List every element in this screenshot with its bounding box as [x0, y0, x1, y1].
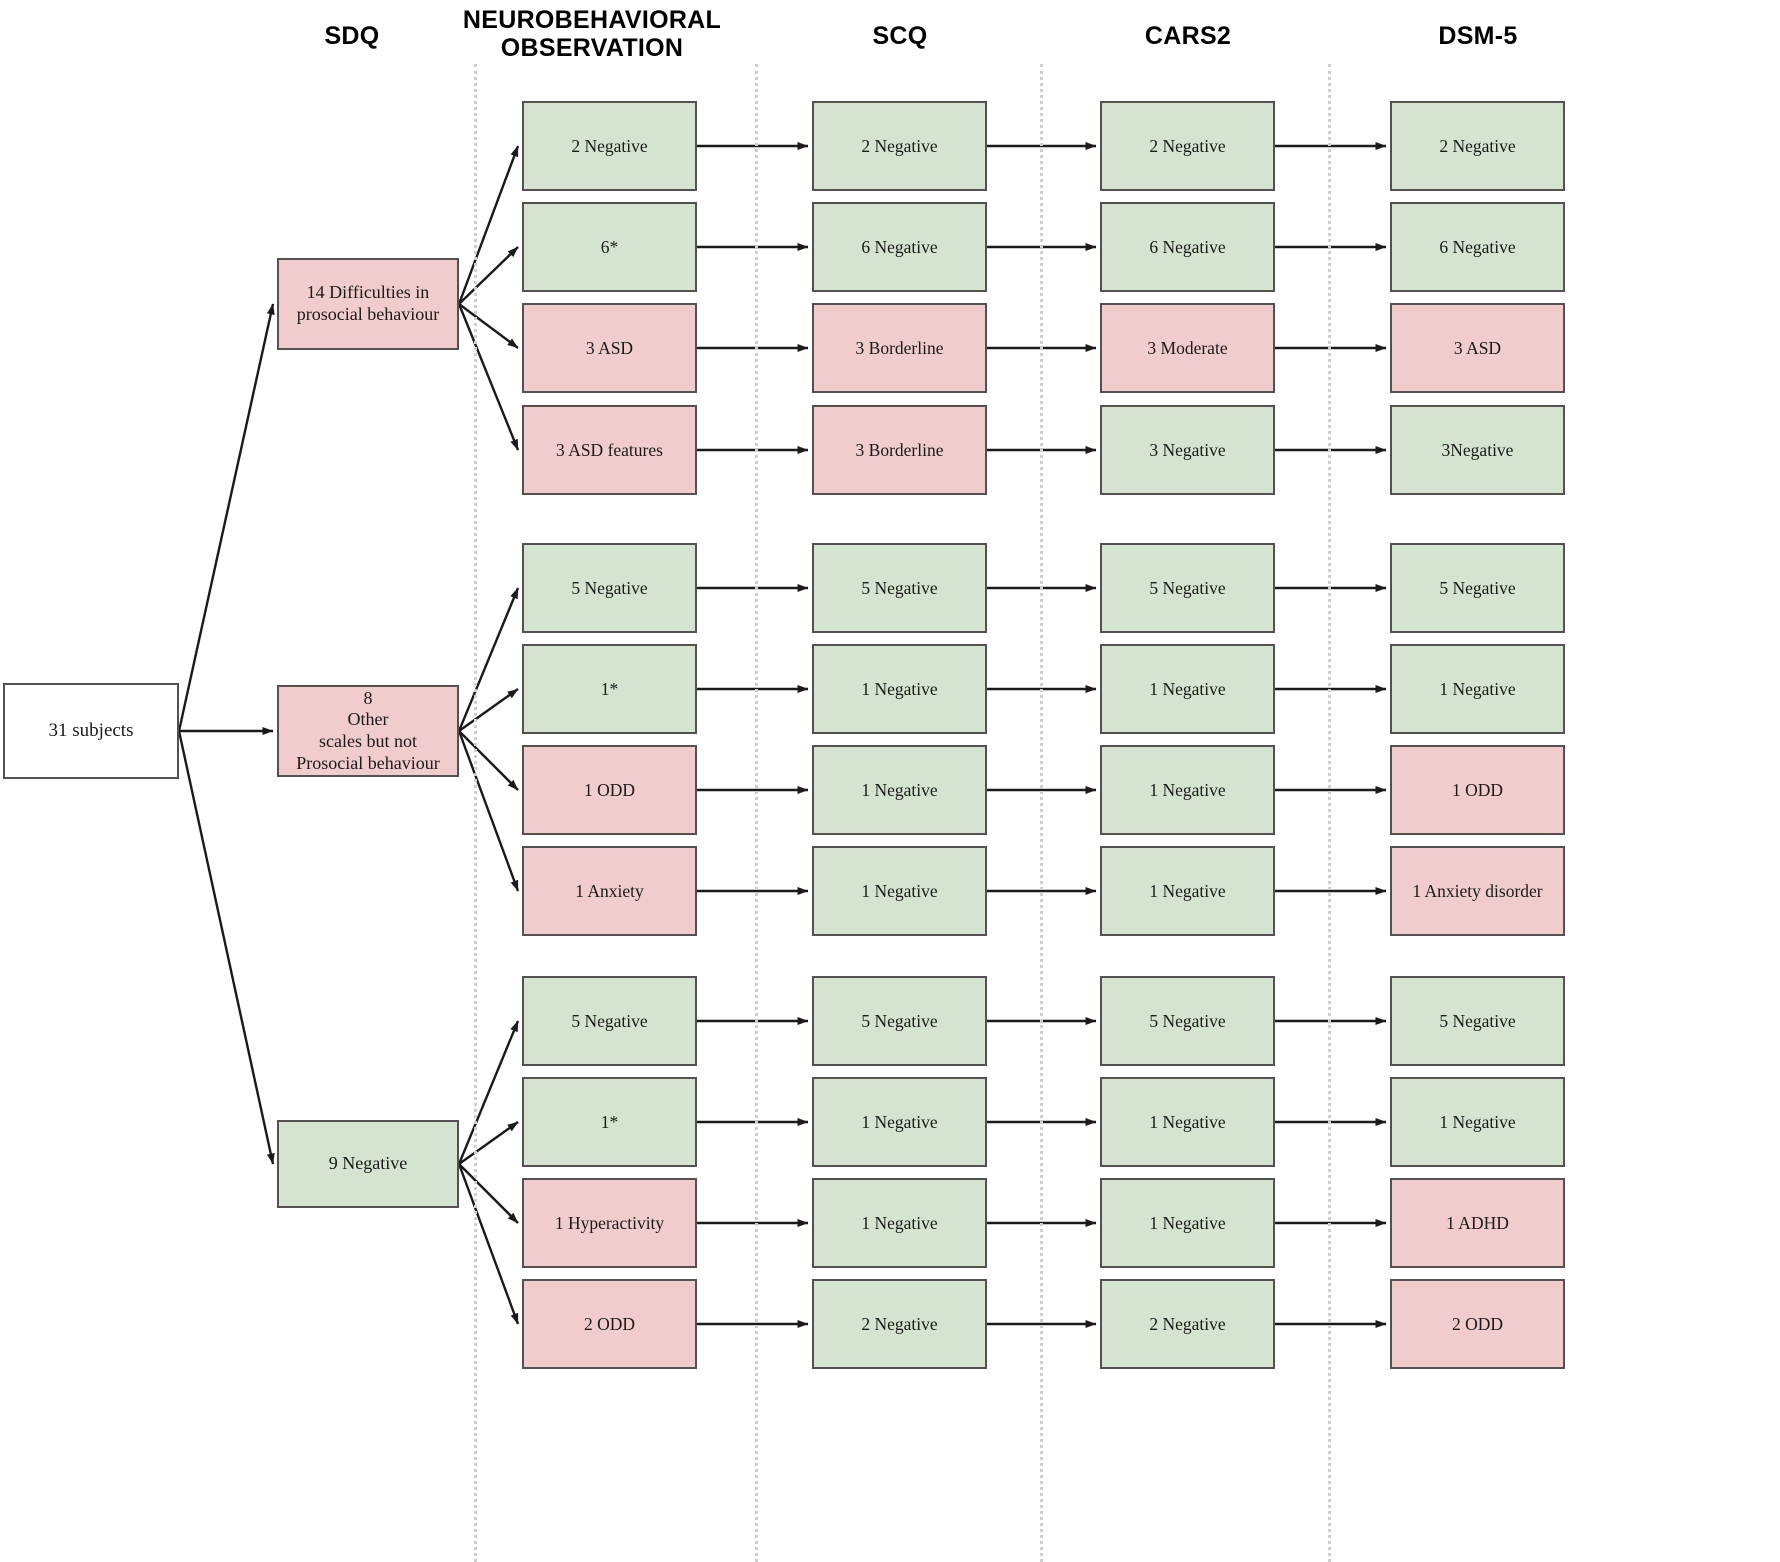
edge-sdq2-to-neuro-row4 — [457, 730, 520, 892]
node-cars2-group-1-row2[interactable]: 6 Negative — [1100, 202, 1275, 292]
node-cars2-group-1-row3[interactable]: 3 Moderate — [1100, 303, 1275, 393]
node-dsm5-group-1-row2[interactable]: 6 Negative — [1390, 202, 1565, 292]
edge-root-to-sdq-3 — [177, 730, 275, 1165]
node-cars2-group-3-row2[interactable]: 1 Negative — [1100, 1077, 1275, 1167]
node-dsm5-group-3-row3[interactable]: 1 ADHD — [1390, 1178, 1565, 1268]
node-cars2-group-2-row4[interactable]: 1 Negative — [1100, 846, 1275, 936]
edge-sdq2-to-neuro-row3 — [458, 730, 519, 791]
node-dsm5-group-1-row4[interactable]: 3Negative — [1390, 405, 1565, 495]
column-header-neuro: NEUROBEHAVIORAL OBSERVATION — [462, 6, 722, 62]
edge-sdq2-to-neuro-row2 — [458, 688, 519, 732]
edge-root-to-sdq-1 — [177, 303, 275, 732]
node-scq-group-1-row1[interactable]: 2 Negative — [812, 101, 987, 191]
node-dsm5-group-1-row1[interactable]: 2 Negative — [1390, 101, 1565, 191]
node-root-subjects[interactable]: 31 subjects — [3, 683, 179, 779]
node-neuro-group-3-row4[interactable]: 2 ODD — [522, 1279, 697, 1369]
node-cars2-group-3-row4[interactable]: 2 Negative — [1100, 1279, 1275, 1369]
node-neuro-group-1-row3[interactable]: 3 ASD — [522, 303, 697, 393]
column-separator-2 — [755, 64, 758, 1562]
column-separator-1 — [474, 64, 477, 1562]
column-header-scq: SCQ — [872, 22, 928, 50]
node-scq-group-3-row3[interactable]: 1 Negative — [812, 1178, 987, 1268]
node-dsm5-group-2-row1[interactable]: 5 Negative — [1390, 543, 1565, 633]
node-sdq-group-3[interactable]: 9 Negative — [277, 1120, 459, 1208]
node-neuro-group-2-row4[interactable]: 1 Anxiety — [522, 846, 697, 936]
node-scq-group-2-row2[interactable]: 1 Negative — [812, 644, 987, 734]
node-cars2-group-2-row2[interactable]: 1 Negative — [1100, 644, 1275, 734]
edge-sdq3-to-neuro-row3 — [458, 1163, 519, 1224]
node-scq-group-2-row4[interactable]: 1 Negative — [812, 846, 987, 936]
node-dsm5-group-3-row4[interactable]: 2 ODD — [1390, 1279, 1565, 1369]
node-dsm5-group-3-row2[interactable]: 1 Negative — [1390, 1077, 1565, 1167]
node-neuro-group-1-row4[interactable]: 3 ASD features — [522, 405, 697, 495]
node-dsm5-group-3-row1[interactable]: 5 Negative — [1390, 976, 1565, 1066]
column-header-sdq: SDQ — [324, 22, 380, 50]
node-cars2-group-3-row1[interactable]: 5 Negative — [1100, 976, 1275, 1066]
node-dsm5-group-2-row2[interactable]: 1 Negative — [1390, 644, 1565, 734]
node-cars2-group-2-row3[interactable]: 1 Negative — [1100, 745, 1275, 835]
node-neuro-group-1-row1[interactable]: 2 Negative — [522, 101, 697, 191]
node-sdq-group-2[interactable]: 8 Other scales but not Prosocial behavio… — [277, 685, 459, 777]
node-dsm5-group-2-row4[interactable]: 1 Anxiety disorder — [1390, 846, 1565, 936]
column-header-dsm5: DSM-5 — [1438, 22, 1518, 50]
node-scq-group-2-row1[interactable]: 5 Negative — [812, 543, 987, 633]
edge-sdq3-to-neuro-row1 — [457, 1020, 520, 1165]
node-neuro-group-1-row2[interactable]: 6* — [522, 202, 697, 292]
edge-sdq3-to-neuro-row2 — [458, 1121, 519, 1165]
edge-sdq1-to-neuro-row3 — [458, 303, 519, 349]
node-scq-group-1-row2[interactable]: 6 Negative — [812, 202, 987, 292]
node-scq-group-3-row4[interactable]: 2 Negative — [812, 1279, 987, 1369]
node-neuro-group-3-row2[interactable]: 1* — [522, 1077, 697, 1167]
node-sdq-group-1[interactable]: 14 Difficulties in prosocial behaviour — [277, 258, 459, 350]
node-neuro-group-3-row3[interactable]: 1 Hyperactivity — [522, 1178, 697, 1268]
node-neuro-group-2-row3[interactable]: 1 ODD — [522, 745, 697, 835]
node-scq-group-1-row4[interactable]: 3 Borderline — [812, 405, 987, 495]
edge-sdq2-to-neuro-row1 — [457, 587, 520, 732]
edge-sdq1-to-neuro-row1 — [457, 145, 520, 305]
node-dsm5-group-1-row3[interactable]: 3 ASD — [1390, 303, 1565, 393]
column-separator-3 — [1040, 64, 1043, 1562]
node-cars2-group-1-row4[interactable]: 3 Negative — [1100, 405, 1275, 495]
node-cars2-group-1-row1[interactable]: 2 Negative — [1100, 101, 1275, 191]
node-neuro-group-3-row1[interactable]: 5 Negative — [522, 976, 697, 1066]
node-scq-group-3-row1[interactable]: 5 Negative — [812, 976, 987, 1066]
node-neuro-group-2-row2[interactable]: 1* — [522, 644, 697, 734]
node-scq-group-1-row3[interactable]: 3 Borderline — [812, 303, 987, 393]
edge-sdq3-to-neuro-row4 — [457, 1163, 520, 1325]
column-separator-4 — [1328, 64, 1331, 1562]
node-scq-group-2-row3[interactable]: 1 Negative — [812, 745, 987, 835]
edge-sdq1-to-neuro-row4 — [457, 303, 520, 451]
node-dsm5-group-2-row3[interactable]: 1 ODD — [1390, 745, 1565, 835]
node-cars2-group-2-row1[interactable]: 5 Negative — [1100, 543, 1275, 633]
node-cars2-group-3-row3[interactable]: 1 Negative — [1100, 1178, 1275, 1268]
node-neuro-group-2-row1[interactable]: 5 Negative — [522, 543, 697, 633]
edge-sdq1-to-neuro-row2 — [458, 246, 519, 305]
column-header-cars2: CARS2 — [1144, 22, 1232, 50]
node-scq-group-3-row2[interactable]: 1 Negative — [812, 1077, 987, 1167]
